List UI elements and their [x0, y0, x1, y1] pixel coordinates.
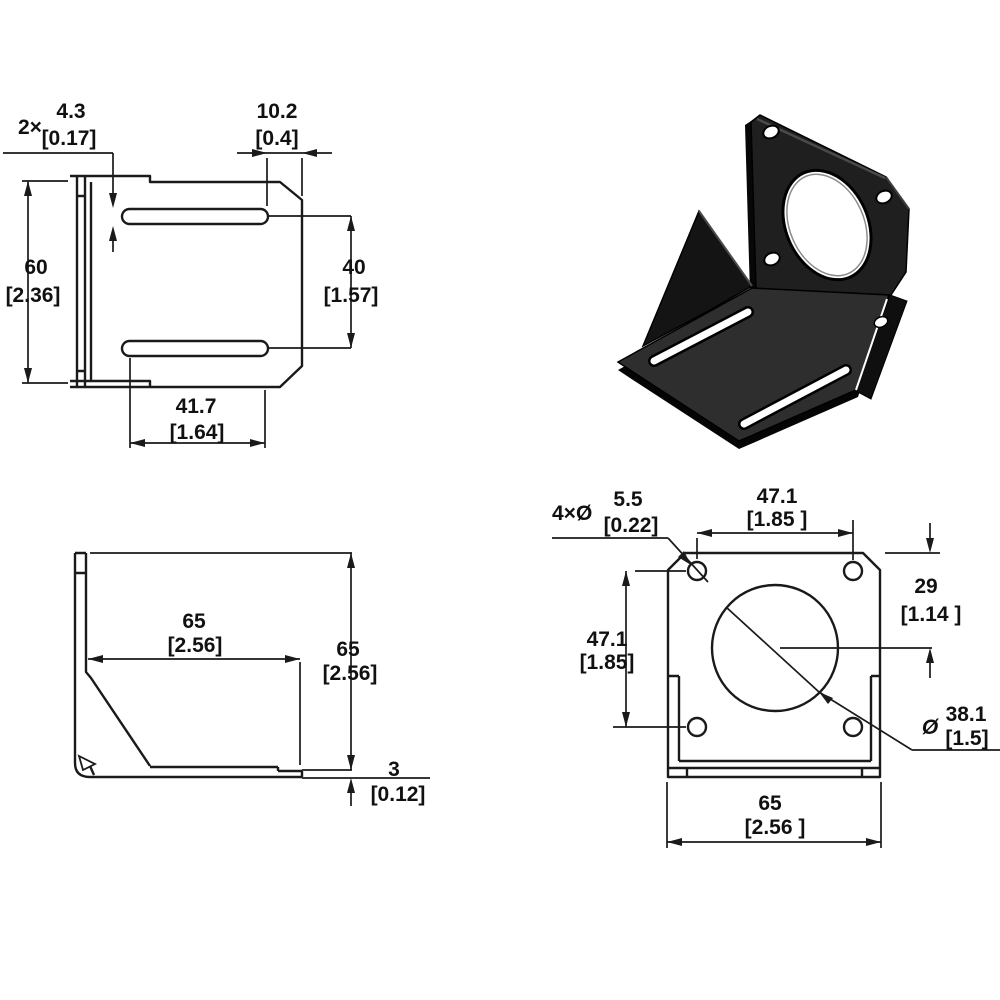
- side-thickness-mm: 3: [388, 758, 400, 781]
- front-center-offset-mm: 29: [914, 575, 937, 598]
- top-slot-qty-label: 2×: [18, 116, 42, 139]
- iso-center-bore-rim: [786, 173, 868, 277]
- front-bore-dia-in: [1.5]: [945, 727, 988, 750]
- top-base-width-mm: 60: [24, 256, 47, 279]
- front-bore-dia-mm: 38.1: [946, 703, 987, 726]
- iso-left-gusset-highlight: [698, 210, 753, 287]
- iso-hole-bottom-right: [873, 315, 889, 329]
- iso-center-bore: [781, 168, 873, 282]
- front-hole-callout: 4×Ø: [552, 502, 592, 525]
- front-center-offset-in: [1.14 ]: [901, 603, 962, 626]
- front-base-width-in: [2.56 ]: [745, 816, 806, 839]
- front-hole-spacing-h-mm: 47.1: [757, 485, 798, 508]
- iso-plate-chamfer-edge: [885, 176, 910, 210]
- side-view-dimension-lines: [88, 552, 430, 806]
- side-thickness-in: [0.12]: [371, 783, 426, 806]
- iso-view: [616, 114, 910, 449]
- iso-hole-bottom-left: [763, 251, 781, 267]
- front-hole-spacing-h-in: [1.85 ]: [747, 508, 808, 531]
- top-view-outline: [70, 174, 304, 389]
- front-hole-dia-mm: 5.5: [613, 488, 643, 511]
- top-slot-spacing-in: [1.57]: [324, 284, 379, 307]
- mount-hole-bottom-left: [686, 716, 708, 738]
- side-view: 65 [2.56] 65 [2.56] 3 [0.12]: [73, 551, 430, 806]
- top-view-dimension-lines: [3, 152, 352, 448]
- top-slot-width-in: [0.17]: [42, 127, 97, 150]
- side-depth-in: [2.56]: [168, 634, 223, 657]
- iso-hole-top-right: [875, 189, 893, 205]
- iso-hole-top-left: [762, 124, 780, 140]
- front-view-arrowheads: [622, 529, 934, 846]
- front-view: 4×Ø 5.5 [0.22] 47.1 [1.85 ] 29 [1.14 ] 4…: [552, 485, 1000, 848]
- top-slot-lower: [120, 339, 270, 358]
- top-view-arrowheads: [24, 149, 355, 447]
- iso-plate-left-edge: [745, 121, 756, 294]
- top-base-width-in: [2.36]: [6, 284, 61, 307]
- top-slot-length-in: [1.64]: [170, 421, 225, 444]
- side-view-outline: [73, 551, 304, 779]
- side-depth-mm: 65: [182, 610, 206, 633]
- mount-hole-top-left: [686, 560, 708, 582]
- front-view-outline: [666, 551, 882, 779]
- top-edge-offset-mm: 10.2: [257, 100, 298, 123]
- side-height-in: [2.56]: [323, 662, 378, 685]
- corner-relief-notch: [77, 754, 98, 772]
- iso-right-gusset-gap: [855, 298, 888, 391]
- top-slot-width-mm: 4.3: [56, 100, 85, 123]
- mount-hole-bottom-right: [842, 716, 864, 738]
- top-view: 2× 4.3 [0.17] 10.2 [0.4] 60 [2.36] 40 [1…: [3, 100, 378, 448]
- front-hole-dia-in: [0.22]: [604, 514, 659, 537]
- front-bore-symbol: Ø: [922, 716, 939, 739]
- front-hole-spacing-v-mm: 47.1: [587, 628, 628, 651]
- front-hole-spacing-v-in: [1.85]: [580, 651, 635, 674]
- iso-base-slot-lower: [738, 364, 852, 430]
- top-slot-spacing-mm: 40: [342, 256, 365, 279]
- mount-hole-top-right: [842, 560, 864, 582]
- front-base-width-mm: 65: [758, 792, 782, 815]
- side-height-mm: 65: [336, 638, 360, 661]
- top-slot-length-mm: 41.7: [176, 395, 217, 418]
- side-view-arrowheads: [88, 553, 355, 793]
- top-edge-offset-in: [0.4]: [255, 127, 298, 150]
- top-slot-upper: [120, 207, 270, 226]
- front-view-dimension-lines: [552, 520, 1000, 848]
- iso-base-slot-upper: [648, 306, 754, 367]
